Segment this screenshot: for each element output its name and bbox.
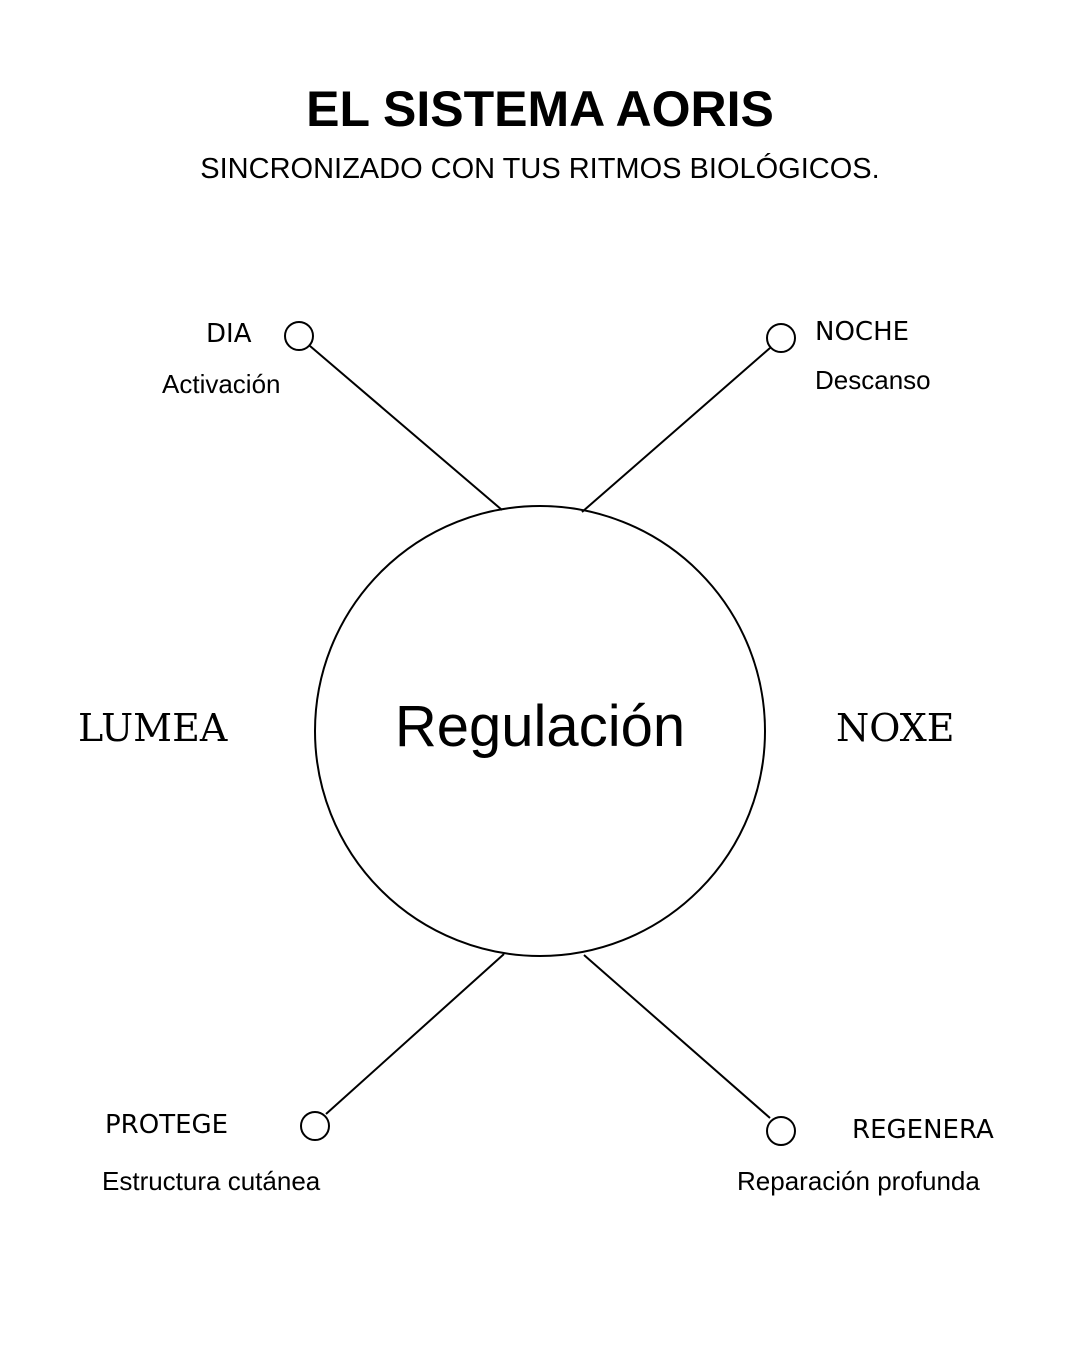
dia-label: DIA xyxy=(206,319,252,349)
center-label: Regulación xyxy=(394,694,686,759)
center-circle xyxy=(314,505,766,957)
protege-desc: Estructura cutánea xyxy=(102,1166,321,1196)
dia-desc: Activación xyxy=(162,369,281,399)
noche-desc: Descanso xyxy=(815,365,931,395)
left-product-label: LUMEA xyxy=(78,706,228,750)
regenera-label: REGENERA xyxy=(852,1115,994,1145)
connector-regenera xyxy=(583,954,771,1119)
page-subtitle: SINCRONIZADO CON TUS RITMOS BIOLÓGICOS. xyxy=(200,153,880,185)
regenera-desc: Reparación profunda xyxy=(737,1166,980,1196)
node-noche xyxy=(766,323,796,353)
page-title: EL SISTEMA AORIS xyxy=(306,81,774,137)
connector-noche xyxy=(581,347,771,513)
node-regenera xyxy=(766,1116,796,1146)
node-protege xyxy=(300,1111,330,1141)
connector-dia xyxy=(309,345,503,511)
right-product-label: NOXE xyxy=(836,706,955,750)
node-dia xyxy=(284,321,314,351)
connector-protege xyxy=(325,953,505,1115)
noche-label: NOCHE xyxy=(815,317,910,347)
protege-label: PROTEGE xyxy=(105,1110,229,1140)
